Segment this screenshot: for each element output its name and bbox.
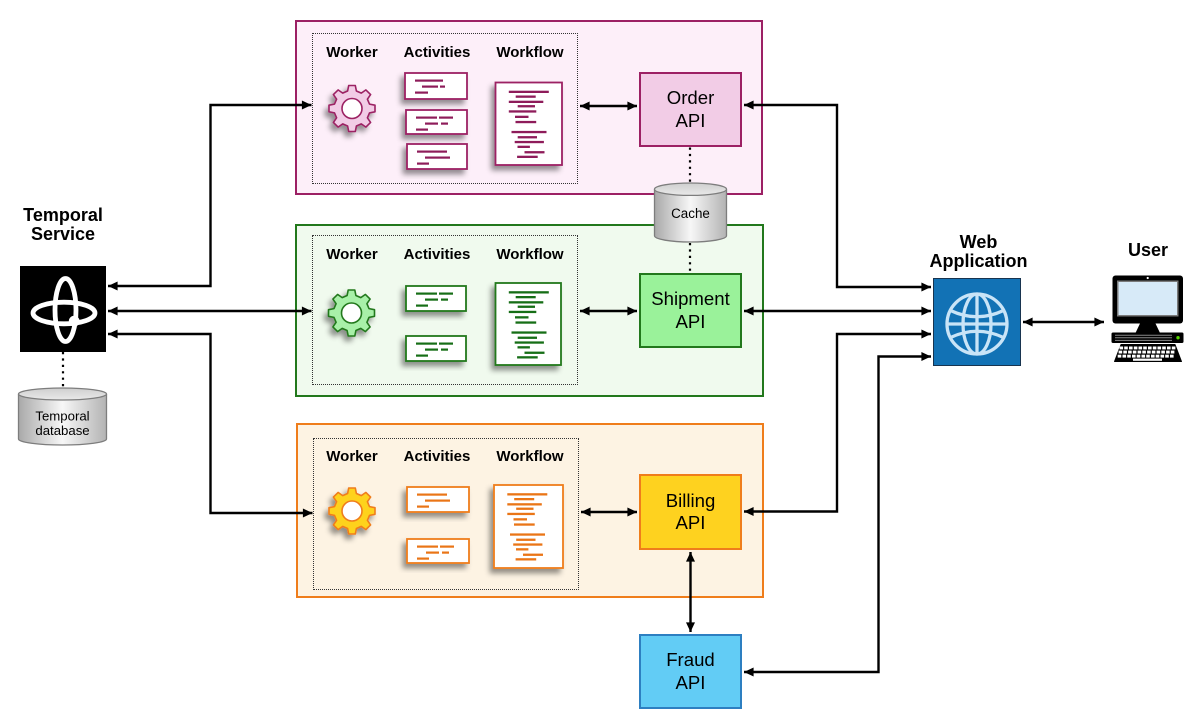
svg-text:database: database: [35, 423, 89, 438]
svg-text:Temporal: Temporal: [35, 409, 89, 424]
svg-text:Cache: Cache: [671, 206, 710, 221]
